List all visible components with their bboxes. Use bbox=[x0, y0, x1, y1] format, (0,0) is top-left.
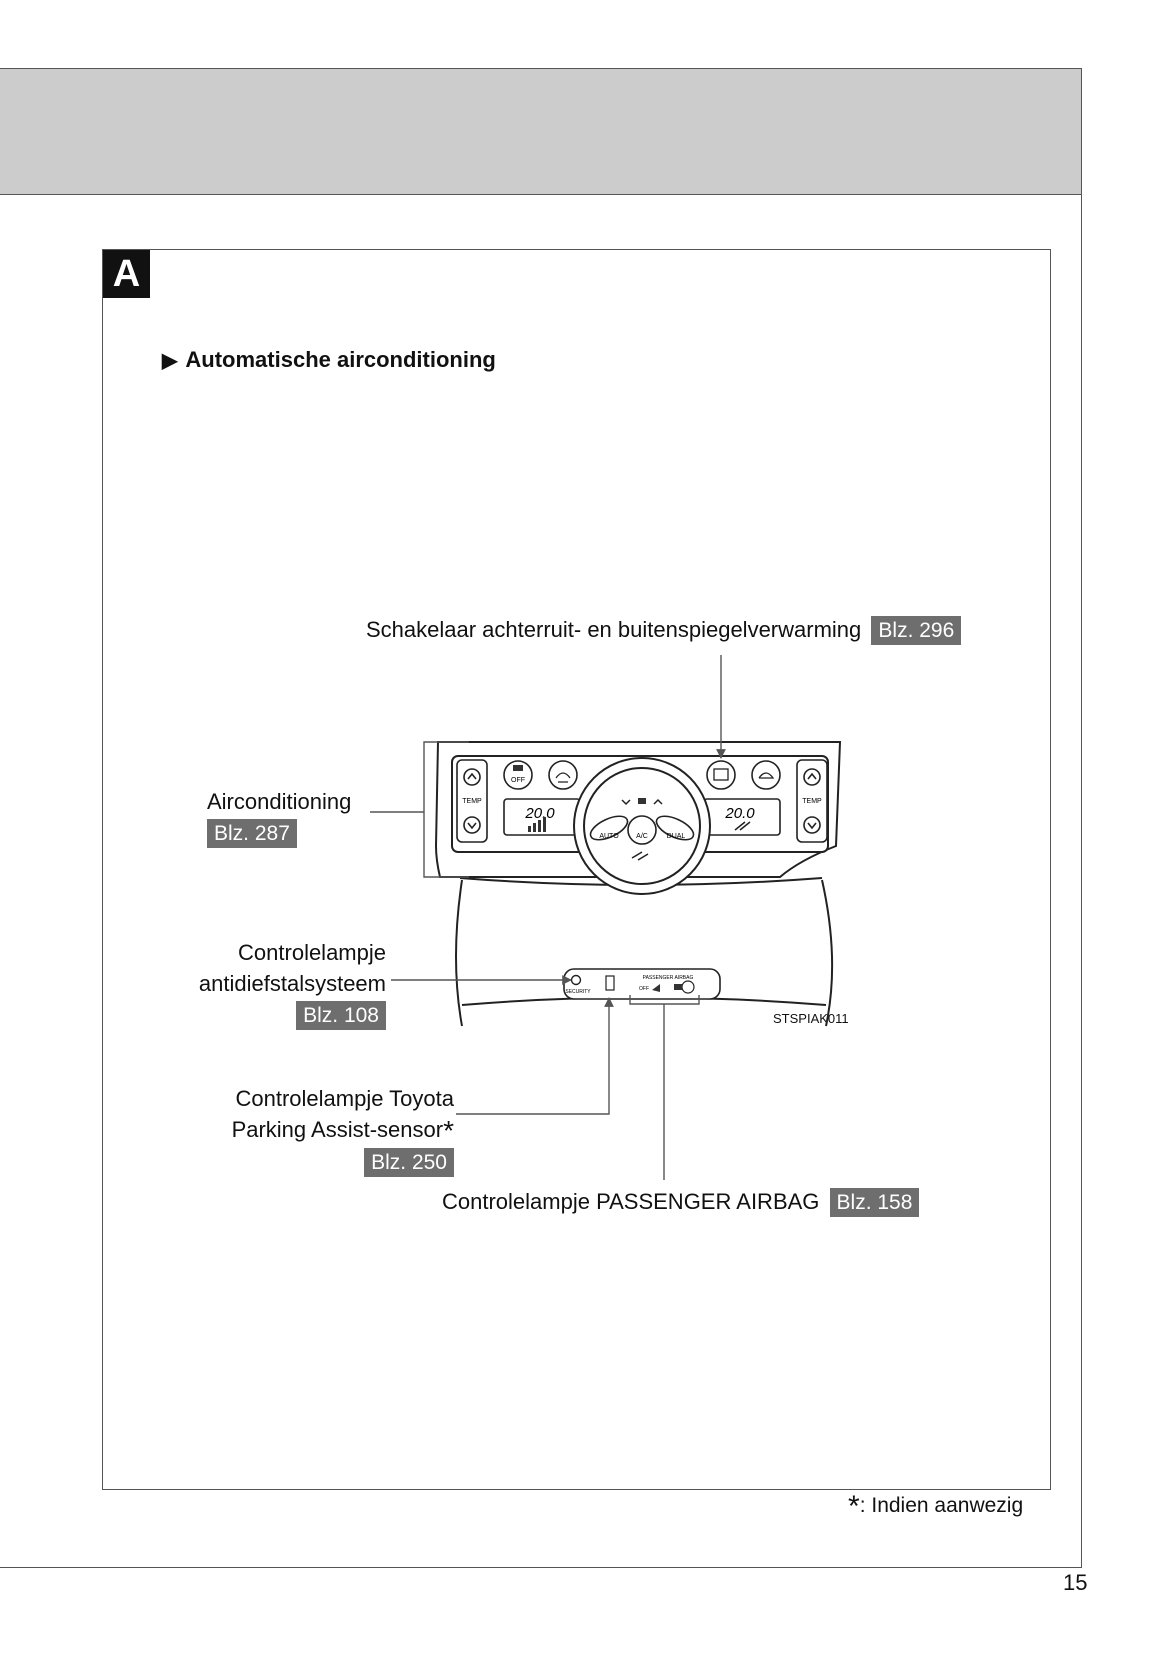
fan-icon bbox=[513, 765, 523, 771]
asterisk-icon: * bbox=[443, 1115, 454, 1146]
mode-arrows[interactable] bbox=[621, 798, 663, 806]
rear-defogger-button[interactable] bbox=[706, 760, 736, 790]
car-recirculation-icon bbox=[758, 772, 775, 779]
fan-icon bbox=[638, 798, 646, 804]
auto-label: AUTO bbox=[599, 833, 619, 840]
callout-air-conditioning: Airconditioning Blz. 287 bbox=[207, 786, 351, 848]
auto-button[interactable] bbox=[587, 811, 631, 844]
fan-speed-bars-icon bbox=[528, 817, 546, 832]
callout-passenger-airbag: Controlelampje PASSENGER AIRBAG Blz. 158 bbox=[442, 1186, 920, 1217]
callout-parking-assist-line1: Controlelampje Toyota bbox=[235, 1086, 455, 1111]
callout-parking-assist: Controlelampje Toyota Parking Assist-sen… bbox=[190, 1083, 454, 1177]
content-box bbox=[102, 249, 1051, 1490]
off-label: OFF bbox=[511, 777, 525, 784]
airflow-icon bbox=[734, 821, 751, 831]
windshield-airflow-icon bbox=[631, 851, 649, 861]
callout-theft-deterrent-line2: antidiefstalsysteem bbox=[198, 971, 386, 996]
display-right-temp: 20.0 bbox=[724, 805, 755, 822]
security-label: SECURITY bbox=[565, 989, 591, 995]
airbag-off-label: OFF bbox=[639, 986, 649, 992]
temp-label-right: TEMP bbox=[802, 798, 822, 805]
leader-lines bbox=[370, 655, 726, 1180]
asterisk-icon: * bbox=[848, 1490, 860, 1523]
rear-defogger-icon bbox=[713, 768, 729, 781]
callout-parking-assist-line2: Parking Assist-sensor bbox=[231, 1117, 444, 1142]
airbag-on-icon bbox=[681, 980, 695, 994]
callout-theft-deterrent: Controlelampje antidiefstalsysteem Blz. … bbox=[170, 937, 386, 1030]
callout-rear-defogger-text: Schakelaar achterruit- en buitenspiegelv… bbox=[366, 617, 862, 642]
temp-control-right[interactable] bbox=[796, 759, 828, 843]
security-indicator-light bbox=[570, 974, 582, 986]
dual-label: DUAL bbox=[667, 833, 686, 840]
callout-rear-defogger-page[interactable]: Blz. 296 bbox=[871, 616, 962, 645]
temp-label-left: TEMP bbox=[462, 798, 482, 805]
defrost-icon bbox=[555, 772, 571, 783]
callout-passenger-airbag-text: Controlelampje PASSENGER AIRBAG bbox=[442, 1189, 820, 1214]
ac-button[interactable] bbox=[627, 815, 657, 845]
subheading-text: Automatische airconditioning bbox=[185, 347, 496, 372]
figure-code: STSPIAK011 bbox=[773, 1011, 849, 1026]
callout-air-conditioning-page[interactable]: Blz. 287 bbox=[207, 819, 297, 848]
page-frame bbox=[0, 68, 1082, 1568]
callout-parking-assist-line2-wrap: Parking Assist-sensor* bbox=[190, 1114, 454, 1146]
callout-theft-deterrent-line1: Controlelampje bbox=[238, 940, 386, 965]
callout-rear-defogger: Schakelaar achterruit- en buitenspiegelv… bbox=[366, 614, 962, 645]
passenger-airbag-label: PASSENGER AIRBAG bbox=[643, 975, 694, 981]
display-left-temp: 20.0 bbox=[524, 805, 555, 822]
fan-off-button[interactable] bbox=[503, 760, 533, 790]
footnote-text: : Indien aanwezig bbox=[859, 1494, 1024, 1517]
temp-control-left[interactable] bbox=[456, 759, 488, 843]
callout-air-conditioning-text: Airconditioning bbox=[207, 789, 352, 814]
section-badge: A bbox=[103, 250, 150, 298]
callout-passenger-airbag-page[interactable]: Blz. 158 bbox=[829, 1188, 920, 1217]
parking-assist-indicator bbox=[605, 975, 615, 991]
seat-icon bbox=[652, 984, 660, 992]
recirculation-button[interactable] bbox=[751, 760, 781, 790]
triangle-bullet-icon: ▶ bbox=[162, 350, 178, 372]
callout-parking-assist-page[interactable]: Blz. 250 bbox=[364, 1148, 454, 1177]
page-number: 15 bbox=[1063, 1570, 1088, 1595]
dual-button[interactable] bbox=[653, 811, 697, 844]
front-defrost-button[interactable] bbox=[548, 760, 578, 790]
header-band bbox=[0, 68, 1082, 195]
ac-label: A/C bbox=[636, 833, 648, 840]
subheading: ▶ Automatische airconditioning bbox=[162, 347, 496, 373]
airbag-status-icon bbox=[674, 984, 682, 990]
callout-theft-deterrent-page[interactable]: Blz. 108 bbox=[296, 1001, 386, 1030]
footnote: *: Indien aanwezig bbox=[848, 1490, 1023, 1524]
